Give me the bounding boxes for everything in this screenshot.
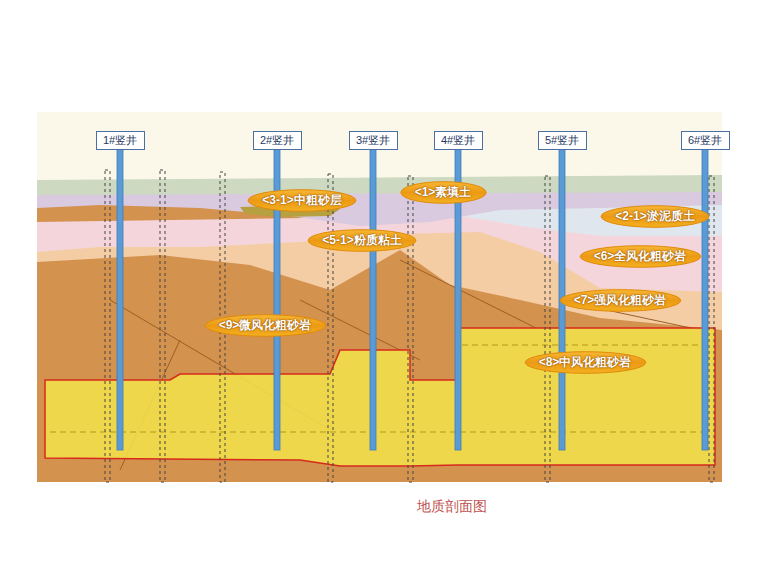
stratum-label: <6>全风化粗砂岩 [579, 245, 702, 268]
stratum-label: <5-1>粉质粘土 [307, 229, 417, 252]
stratum-label: <9>微风化粗砂岩 [204, 314, 327, 337]
stratum-name: <6>全风化粗砂岩 [594, 248, 687, 265]
ellipse-shape [308, 229, 416, 251]
stratum-label: <8>中风化粗砂岩 [524, 351, 647, 374]
sky-band [37, 112, 722, 482]
shaft-box: 4#竖井 [434, 131, 483, 150]
ellipse-shape [248, 189, 356, 211]
stratum-name: <2-1>淤泥质土 [615, 208, 694, 225]
shaft-lines [117, 148, 708, 450]
shaft-box: 5#竖井 [538, 131, 587, 150]
ellipse-shape [560, 289, 681, 311]
tunnel-crown [462, 345, 712, 346]
stratum-label: <1>素填土 [400, 181, 487, 204]
tunnel-zone [45, 328, 715, 466]
stratum-label: <7>强风化粗砂岩 [559, 289, 682, 312]
rock-ground [37, 180, 722, 482]
stratum-label: <2-1>淤泥质土 [600, 205, 710, 228]
stratum-name: <3-1>中粗砂层 [262, 192, 341, 209]
stratum-label: <3-1>中粗砂层 [247, 189, 357, 212]
stratum-name: <1>素填土 [415, 184, 472, 201]
ellipse-shape [601, 205, 709, 227]
shaft-box: 6#竖井 [681, 131, 730, 150]
shaft-name: 6#竖井 [688, 133, 722, 148]
shaft-name: 2#竖井 [260, 133, 294, 148]
sand-layer [37, 190, 722, 226]
stratum-name: <8>中风化粗砂岩 [539, 354, 632, 371]
figure-caption: 地质剖面图 [417, 498, 487, 516]
ellipse-shape [400, 181, 485, 203]
stratum-name: <5-1>粉质粘土 [322, 232, 401, 249]
fill-layer [37, 175, 722, 195]
shaft-box: 1#竖井 [96, 131, 145, 150]
shaft-box: 3#竖井 [349, 131, 398, 150]
shaft-name: 5#竖井 [545, 133, 579, 148]
stratum-name: <9>微风化粗砂岩 [219, 317, 312, 334]
ellipse-shape [525, 351, 646, 373]
ellipse-shape [205, 314, 326, 336]
shaft-name: 3#竖井 [356, 133, 390, 148]
ellipse-shape [580, 245, 701, 267]
stratum-name: <7>强风化粗砂岩 [574, 292, 667, 309]
borehole-columns [105, 170, 714, 482]
shaft-name: 1#竖井 [103, 133, 137, 148]
shaft-box: 2#竖井 [253, 131, 302, 150]
shaft-name: 4#竖井 [441, 133, 475, 148]
tunnel-axis [50, 432, 710, 433]
